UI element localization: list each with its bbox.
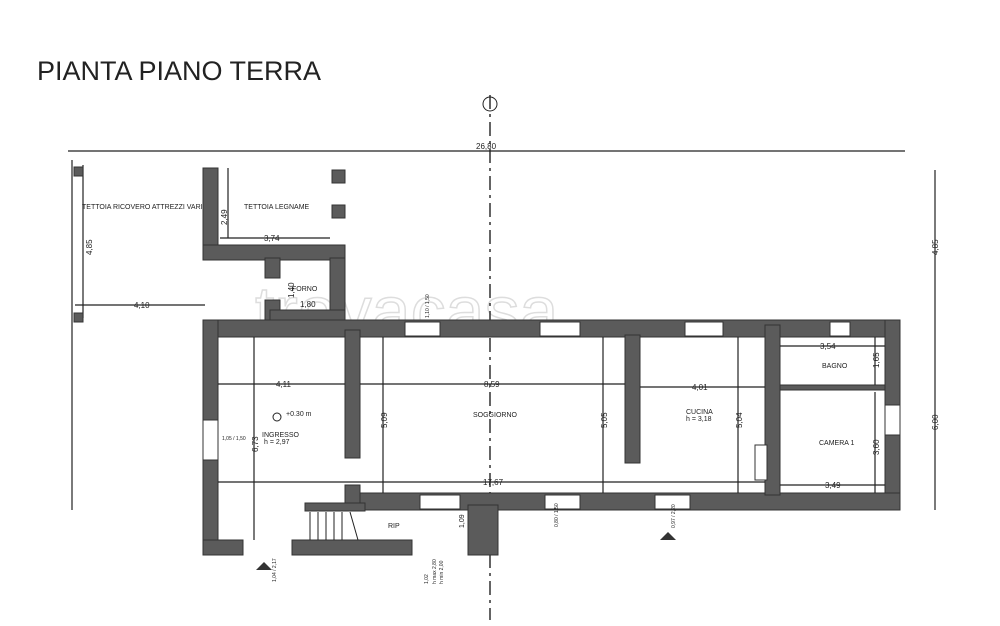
dim-hmax: h max 2,80	[432, 559, 438, 584]
room-tettoia-attrezzi: TETTOIA RICOVERO ATTREZZI VARI	[82, 204, 203, 211]
dim-interior-length: 17,67	[483, 478, 504, 487]
window	[884, 404, 901, 436]
dim-window-top: 1,10 / 1,50	[425, 294, 431, 318]
dim-forno-depth: 1,40	[287, 282, 296, 298]
dim-door-front: 1,04 / 2,17	[272, 558, 278, 582]
dim-tettoia-depth: 4,85	[85, 239, 94, 255]
dim-bagno-width: 3,54	[820, 342, 836, 351]
dim-ingresso-width: 4,11	[276, 380, 292, 389]
plan-title: PIANTA PIANO TERRA	[37, 56, 321, 86]
walls	[202, 167, 901, 556]
room-camera: CAMERA 1	[819, 440, 855, 447]
dim-window-bottom: 0,80 / 1,50	[554, 503, 560, 527]
window	[404, 321, 441, 337]
room-ingresso-height: h = 2,97	[264, 439, 290, 446]
dim-window-left: 1,05 / 1,50	[222, 436, 246, 442]
entrance-arrow-icon	[660, 532, 676, 540]
door-opening	[754, 444, 768, 481]
dim-bagno-depth: 1,65	[872, 352, 881, 368]
dim-forno-width: 1,80	[300, 300, 316, 309]
pillar	[331, 169, 346, 184]
pillar	[331, 204, 346, 219]
room-cucina: CUCINA	[686, 409, 713, 416]
dim-soggiorno-depth-right: 5,05	[600, 412, 609, 428]
door-opening	[654, 494, 691, 510]
dim-camera-depth: 3,60	[872, 439, 881, 455]
dim-right-total: 6,00	[931, 414, 940, 430]
dim-camera-width: 3,49	[825, 481, 841, 490]
window	[202, 419, 219, 461]
room-tettoia-legname: TETTOIA LEGNAME	[244, 204, 310, 211]
dim-right-upper: 4,85	[931, 239, 940, 255]
window	[684, 321, 724, 337]
dim-soggiorno-width: 8,59	[484, 380, 500, 389]
window	[419, 494, 461, 510]
dimension-lines	[218, 168, 885, 540]
window	[829, 321, 851, 337]
dim-tettoia-width: 4,10	[134, 301, 150, 310]
room-rip: RIP	[388, 523, 400, 530]
north-arrow-icon	[482, 96, 498, 112]
staircase	[309, 511, 359, 541]
dim-hmin: h min 2,00	[439, 560, 445, 584]
dim-legname-depth: 2,49	[220, 209, 229, 225]
pillar	[73, 166, 84, 177]
window	[539, 321, 581, 337]
level-marker-icon	[272, 412, 282, 422]
dim-rip-depth: 1,09	[459, 514, 466, 528]
dim-legname-width: 3,74	[264, 234, 280, 243]
dim-cucina-width: 4,01	[692, 383, 708, 392]
level-marker: +0.30 m	[286, 411, 312, 418]
room-soggiorno: SOGGIORNO	[473, 412, 518, 419]
entrance-arrow-icon	[256, 562, 272, 570]
dim-soggiorno-depth-left: 5,09	[380, 412, 389, 428]
room-forno: FORNO	[292, 286, 318, 293]
room-bagno: BAGNO	[822, 363, 848, 370]
dim-total-width: 26,80	[476, 142, 497, 151]
dim-vent: 1,02	[424, 574, 430, 584]
dim-ingresso-depth: 6,73	[251, 436, 260, 452]
room-cucina-height: h = 3,18	[686, 416, 712, 423]
dim-door-kitchen: 0,97 / 2,20	[671, 504, 677, 528]
window	[544, 494, 581, 510]
pillar	[73, 312, 84, 323]
dim-cucina-depth: 5,04	[735, 412, 744, 428]
room-ingresso: INGRESSO	[262, 432, 300, 439]
